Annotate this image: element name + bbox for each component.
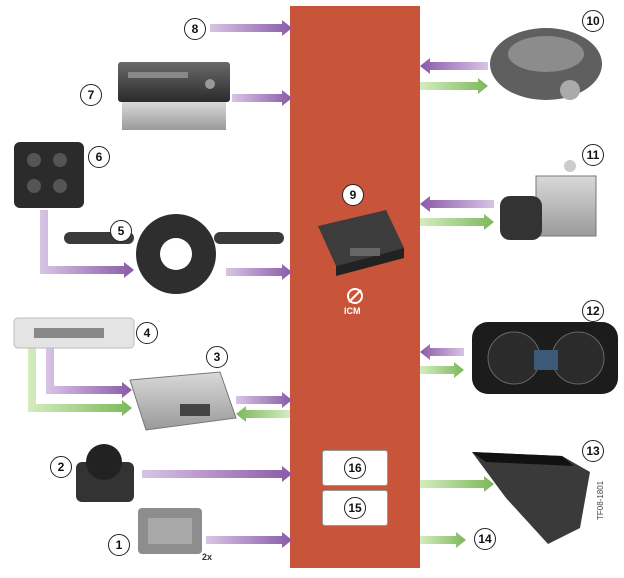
callout-11: 11 (582, 144, 604, 166)
callout-8: 8 (184, 18, 206, 40)
arrow-10-green (420, 78, 488, 94)
connector-4-purple (46, 348, 132, 398)
sensor-symbol (347, 288, 363, 304)
light-switch-panel (13, 317, 135, 349)
callout-14: 14 (474, 528, 496, 550)
callout-15: 15 (344, 497, 366, 519)
display-unit (472, 452, 590, 544)
small-module-device (138, 508, 202, 554)
arrow-1 (206, 532, 292, 548)
arrow-3-purple (236, 392, 292, 408)
steering-column-switch (64, 214, 284, 294)
callout-12: 12 (582, 300, 604, 322)
item-box-16: 16 (322, 450, 388, 486)
instrument-cluster (472, 322, 618, 394)
arrow-5 (226, 264, 292, 280)
quantity-label: 2x (202, 552, 213, 562)
arrow-12-purple (420, 344, 464, 360)
connector-4-green (28, 348, 132, 416)
callout-7: 7 (80, 84, 102, 106)
callout-5: 5 (110, 220, 132, 242)
body-control-module (129, 371, 237, 431)
arrow-10-purple (420, 58, 488, 74)
icm-label: ICM (344, 306, 361, 316)
head-unit-device (118, 62, 230, 130)
sensor-device (76, 444, 134, 502)
figure-code: TF08-1801 (596, 480, 605, 520)
callout-4: 4 (136, 322, 158, 344)
connector-6 (40, 210, 134, 278)
arrow-11-green (420, 214, 494, 230)
arrow-2 (142, 466, 292, 482)
steering-wheel-buttons (14, 142, 84, 208)
arrow-3-green (236, 406, 290, 422)
callout-3: 3 (206, 346, 228, 368)
arrow-14 (420, 532, 466, 548)
arrow-12-green (420, 362, 464, 378)
callout-2: 2 (50, 456, 72, 478)
arrow-8 (210, 20, 292, 36)
callout-10: 10 (582, 10, 604, 32)
callout-9: 9 (342, 184, 364, 206)
dsc-unit (500, 160, 597, 240)
arrow-11-purple (420, 196, 494, 212)
engine (490, 28, 602, 100)
callout-6: 6 (88, 146, 110, 168)
arrow-13 (420, 476, 494, 492)
callout-16: 16 (344, 457, 366, 479)
callout-1: 1 (108, 534, 130, 556)
item-box-15: 15 (322, 490, 388, 526)
callout-13: 13 (582, 440, 604, 462)
arrow-7 (232, 90, 292, 106)
icm-control-unit (318, 210, 404, 276)
